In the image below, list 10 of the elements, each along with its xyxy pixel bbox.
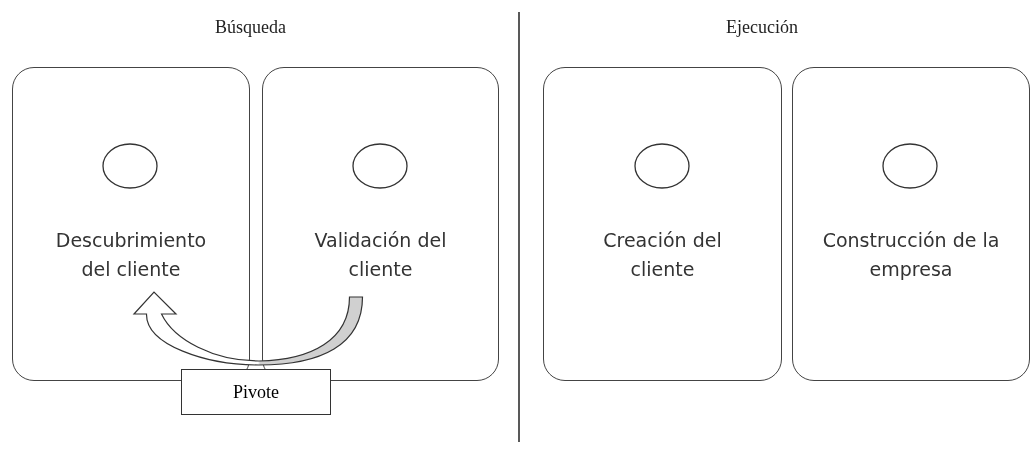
- stage-label: Validación del cliente: [313, 228, 448, 282]
- phase-heading: Búsqueda: [215, 17, 286, 38]
- stage-label: Construcción de la empresa: [821, 228, 1001, 282]
- phase-heading: Ejecución: [726, 17, 798, 38]
- stage-label: Creación del cliente: [602, 228, 723, 282]
- stage-box: [792, 67, 1030, 381]
- stage-box: [543, 67, 782, 381]
- pivot-box: Pivote: [181, 369, 331, 415]
- curved-block-arrow: [133, 291, 364, 366]
- stage-label: Descubrimiento del cliente: [54, 228, 208, 282]
